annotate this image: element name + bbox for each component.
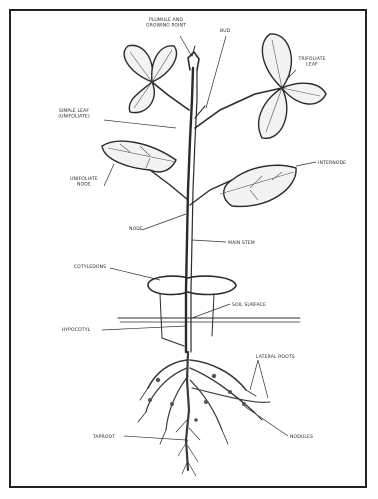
label-unifoliate-node: UNIFOLIATENODE: [70, 176, 98, 187]
cotyledons-and-soil: [118, 276, 300, 346]
label-bud: BUD: [220, 28, 231, 34]
label-lateral-roots: LATERAL ROOTS: [256, 354, 295, 360]
labels: PLUMULE ANDGROWING POINT BUD TRIFOLIATEL…: [58, 17, 346, 440]
label-nodules: NODULES: [290, 434, 313, 440]
label-hypocotyl: HYPOCOTYL: [62, 327, 91, 333]
label-cotyledons: COTYLEDONS: [74, 264, 106, 270]
label-main-stem: MAIN STEM: [228, 240, 255, 246]
label-node: NODE: [129, 226, 143, 232]
label-internode: INTERNODE: [318, 160, 346, 166]
unifoliate-leaves: [102, 141, 296, 206]
top-right-trifoliate-leaf: [259, 34, 326, 138]
root-system: [138, 352, 270, 476]
top-left-trifoliate-leaf: [124, 45, 176, 112]
label-trifoliate-leaf-top: TRIFOLIATELEAF: [297, 56, 325, 67]
label-taproot: TAPROOT: [92, 434, 115, 440]
label-soil-surface: SOIL SURFACE: [232, 302, 266, 308]
label-simple-leaf-upper: SIMPLE LEAF(UNIFOLIATE): [58, 108, 90, 119]
label-plumule: PLUMULE ANDGROWING POINT: [146, 17, 186, 28]
